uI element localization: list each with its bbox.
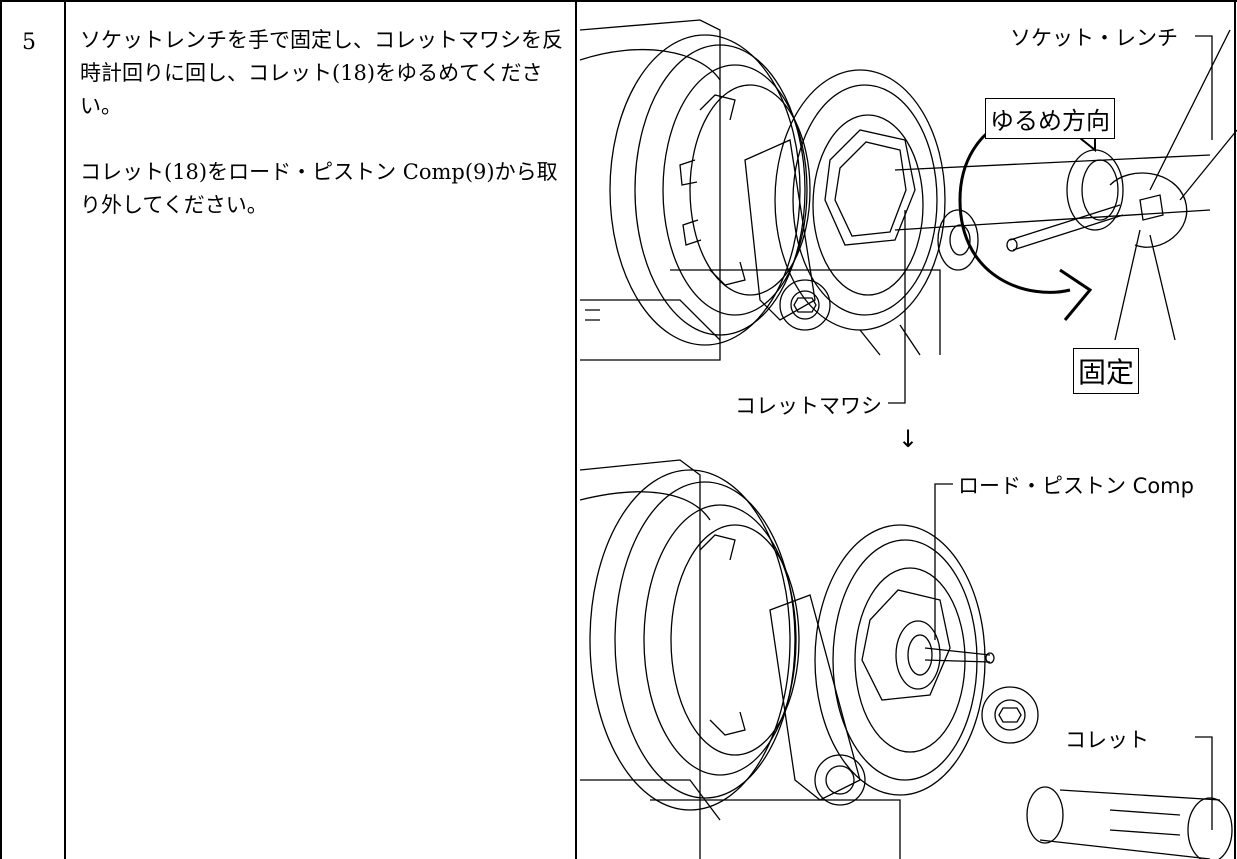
step-number: 5	[22, 30, 36, 55]
leader-collet	[1195, 736, 1213, 830]
table-right-border	[1234, 0, 1236, 859]
top-figure-drawing	[579, 19, 1237, 361]
table-left-border	[0, 0, 2, 859]
label-rod-piston-comp: ロード・ピストン Comp	[958, 474, 1194, 498]
leader-fix-1	[1114, 229, 1141, 341]
leader-collet-turner	[888, 210, 906, 404]
bottom-figure-drawing	[579, 459, 1233, 859]
label-fix: 固定	[1073, 348, 1140, 394]
leader-rod-piston	[934, 483, 953, 640]
instruction-paragraph-2: コレット(18)をロード・ピストン Comp(9)から取り外してください。	[80, 160, 558, 217]
instruction-paragraph-1: ソケットレンチを手で固定し、コレットマワシを反時計回りに回し、コレット(18)を…	[80, 28, 563, 118]
leader-fix-2	[1149, 234, 1176, 341]
table-top-border	[0, 0, 1237, 2]
column-divider-2	[575, 0, 577, 859]
down-arrow: ↓	[898, 425, 919, 453]
column-divider-1	[64, 0, 66, 859]
leader-socket-wrench	[1195, 35, 1213, 140]
label-socket-wrench: ソケット・レンチ	[1010, 26, 1178, 50]
label-collet-turner: コレットマワシ	[735, 394, 882, 418]
label-collet: コレット	[1065, 728, 1149, 752]
label-loosen-direction: ゆるめ方向	[985, 98, 1115, 139]
instruction-text: ソケットレンチを手で固定し、コレットマワシを反時計回りに回し、コレット(18)を…	[80, 24, 570, 222]
